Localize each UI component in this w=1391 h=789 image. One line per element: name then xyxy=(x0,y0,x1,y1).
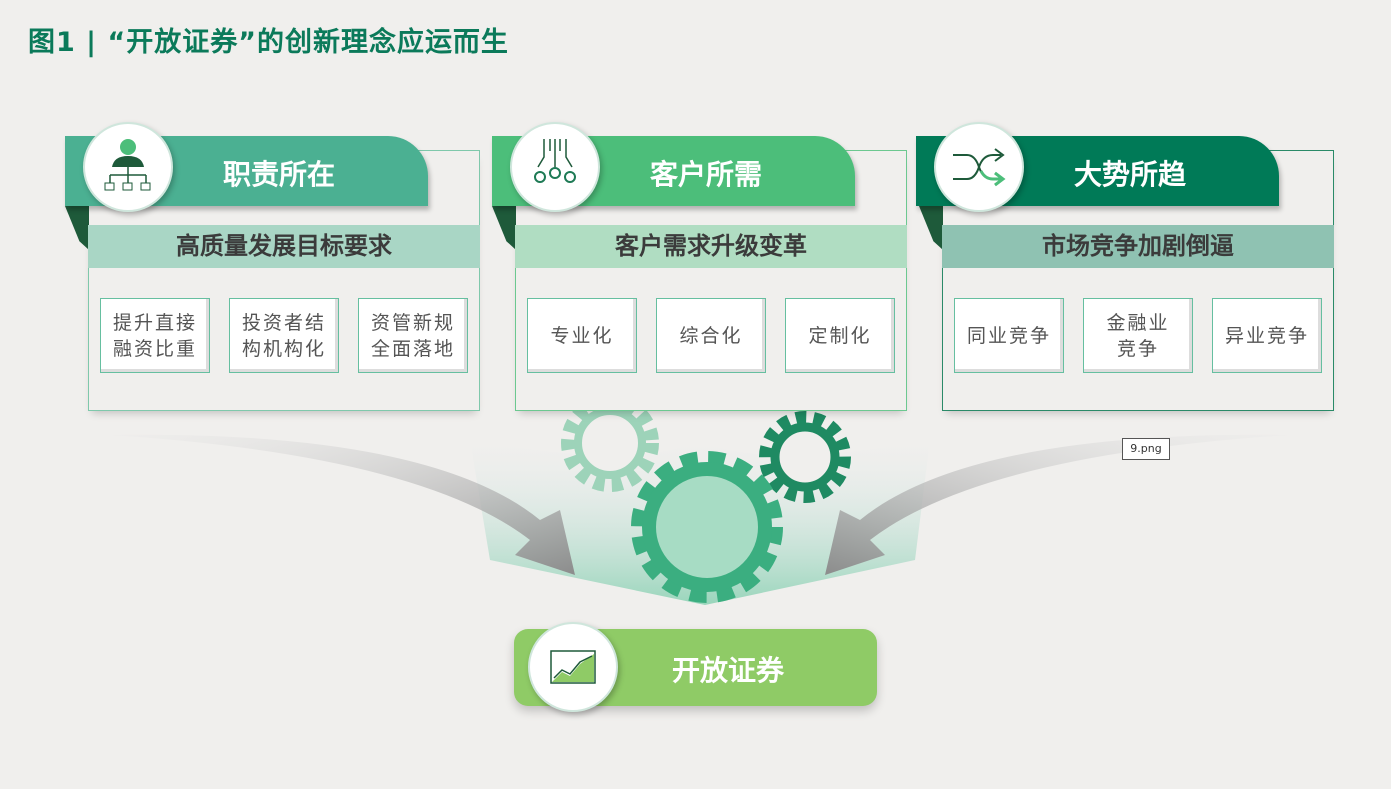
header-label: 职责所在 xyxy=(223,158,336,191)
panel-subtitle: 高质量发展目标要求 xyxy=(88,225,480,268)
businessman-hierarchy-icon xyxy=(83,122,173,212)
item-label: 专业化 xyxy=(550,324,614,347)
result-label: 开放证券 xyxy=(672,654,785,687)
panel-subtitle: 客户需求升级变革 xyxy=(515,225,907,268)
item-box: 投资者结构机构化 xyxy=(229,298,339,373)
item-box: 提升直接融资比重 xyxy=(100,298,210,373)
item-box: 异业竞争 xyxy=(1212,298,1322,373)
item-label: 提升直接融资比重 xyxy=(112,311,197,360)
item-label: 综合化 xyxy=(679,324,743,347)
gear-small-dark xyxy=(759,411,851,503)
item-box: 综合化 xyxy=(656,298,766,373)
item-box: 资管新规全面落地 xyxy=(358,298,468,373)
item-label: 异业竞争 xyxy=(1224,324,1309,347)
header-label: 大势所趋 xyxy=(1074,158,1187,191)
item-label: 定制化 xyxy=(808,324,872,347)
shuffle-icon xyxy=(934,122,1024,212)
panel-subtitle: 市场竞争加剧倒逼 xyxy=(942,225,1334,268)
item-label: 同业竞争 xyxy=(966,324,1051,347)
figure-title: 图1 | “开放证券”的创新理念应运而生 xyxy=(28,27,509,58)
item-label: 资管新规全面落地 xyxy=(370,311,455,360)
header-label: 客户所需 xyxy=(650,158,763,191)
flow-coins-icon xyxy=(510,122,600,212)
right-arrow xyxy=(825,434,1290,575)
line-chart-icon xyxy=(528,622,618,712)
item-label: 投资者结构机构化 xyxy=(241,311,326,360)
image-filename-tag: 9.png xyxy=(1122,438,1170,460)
left-arrow xyxy=(110,434,575,575)
item-box: 定制化 xyxy=(785,298,895,373)
item-box: 同业竞争 xyxy=(954,298,1064,373)
gear-large xyxy=(631,451,783,603)
item-box: 专业化 xyxy=(527,298,637,373)
item-label: 金融业竞争 xyxy=(1106,311,1170,360)
item-box: 金融业竞争 xyxy=(1083,298,1193,373)
